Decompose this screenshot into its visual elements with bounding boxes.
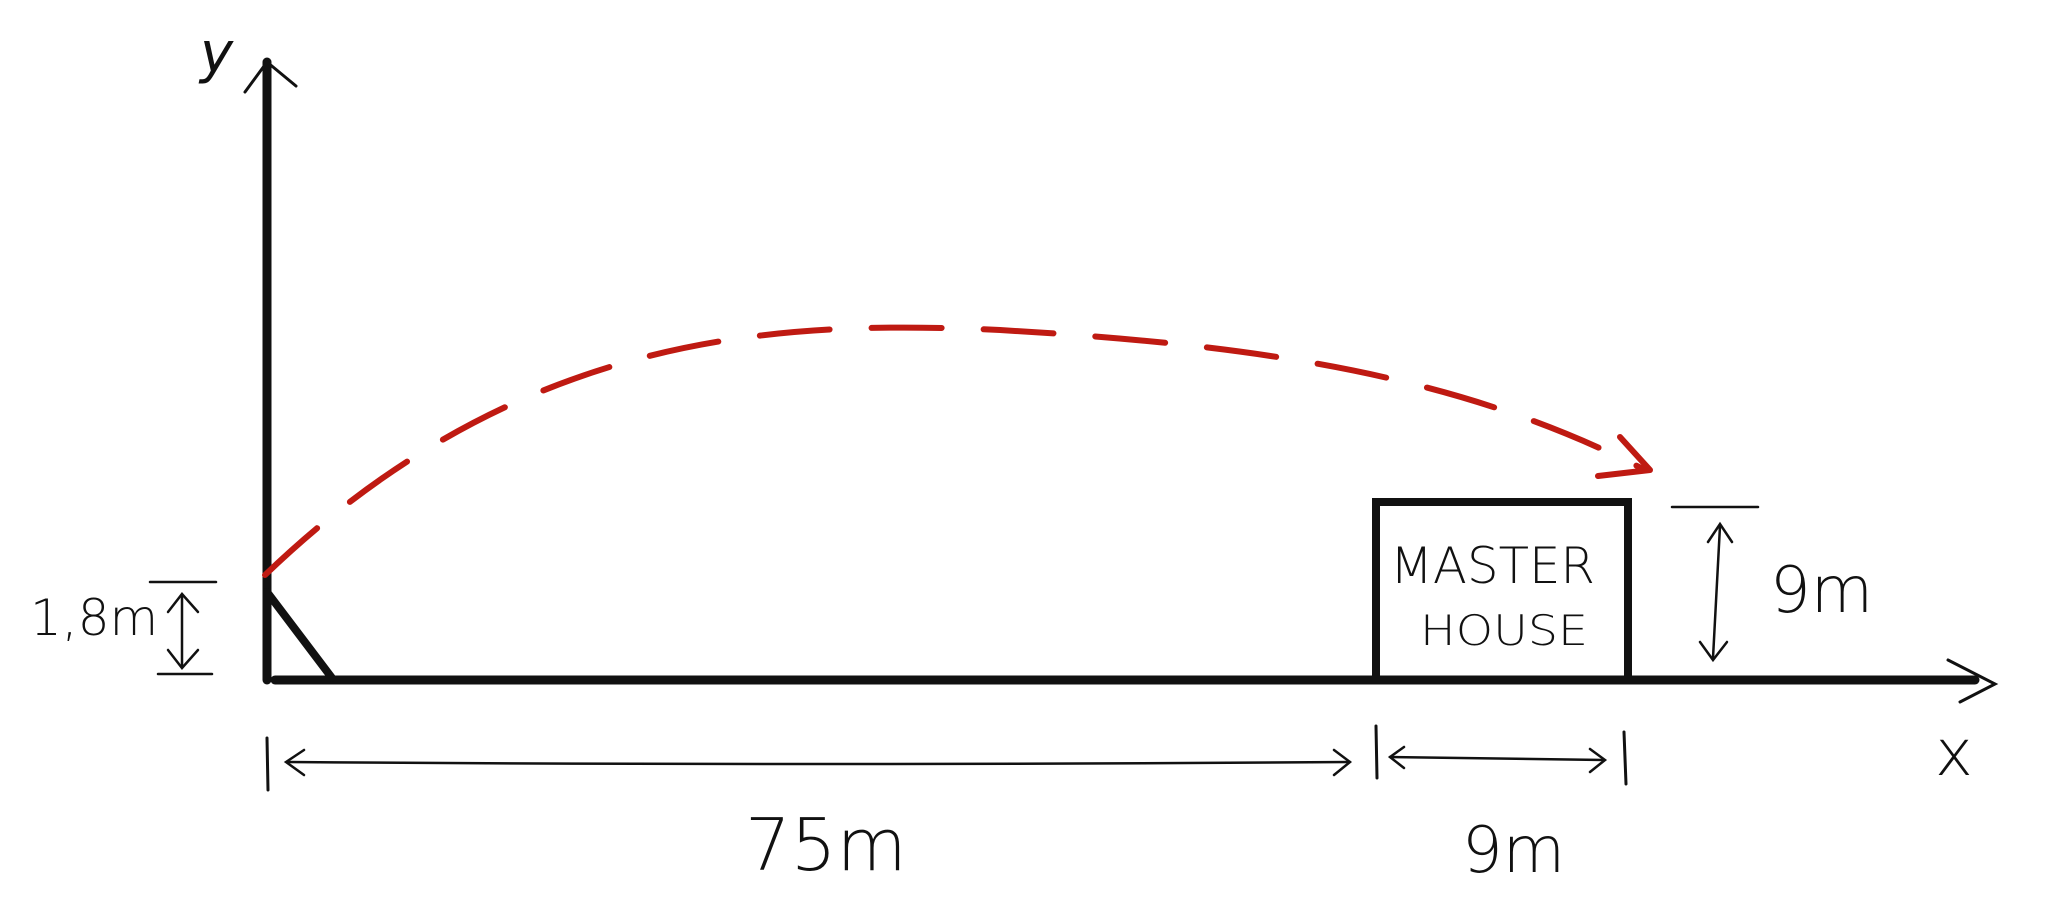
house-height-label: 9m bbox=[1770, 554, 1873, 628]
house-width-label: 9m bbox=[1462, 814, 1565, 888]
launch-height-dimension bbox=[148, 580, 218, 676]
x-axis bbox=[270, 658, 1999, 704]
y-axis bbox=[243, 57, 298, 685]
house-label-line2: HOUSE bbox=[1420, 606, 1588, 655]
launch-ramp bbox=[263, 588, 336, 682]
house-label-line1: MASTER bbox=[1390, 537, 1595, 595]
trajectory-arrowhead-icon bbox=[1595, 434, 1653, 479]
double-arrow-icon bbox=[283, 748, 306, 777]
distance-dimension bbox=[265, 724, 1379, 792]
x-axis-label: x bbox=[1935, 717, 1973, 791]
house-width-dimension bbox=[1387, 730, 1628, 786]
house-height-dimension bbox=[1670, 505, 1760, 663]
x-axis-arrowhead-icon bbox=[1946, 658, 1999, 704]
distance-label: 75m bbox=[745, 803, 907, 887]
projectile-trajectory bbox=[262, 324, 1648, 578]
master-house bbox=[1372, 498, 1632, 684]
y-axis-arrowhead-icon bbox=[243, 59, 298, 94]
launch-height-label: 1,8m bbox=[30, 589, 158, 647]
double-arrow-icon bbox=[1387, 745, 1406, 770]
y-axis-label: y bbox=[198, 21, 234, 86]
double-arrow-icon bbox=[1706, 521, 1734, 544]
double-arrow-icon bbox=[166, 592, 200, 614]
